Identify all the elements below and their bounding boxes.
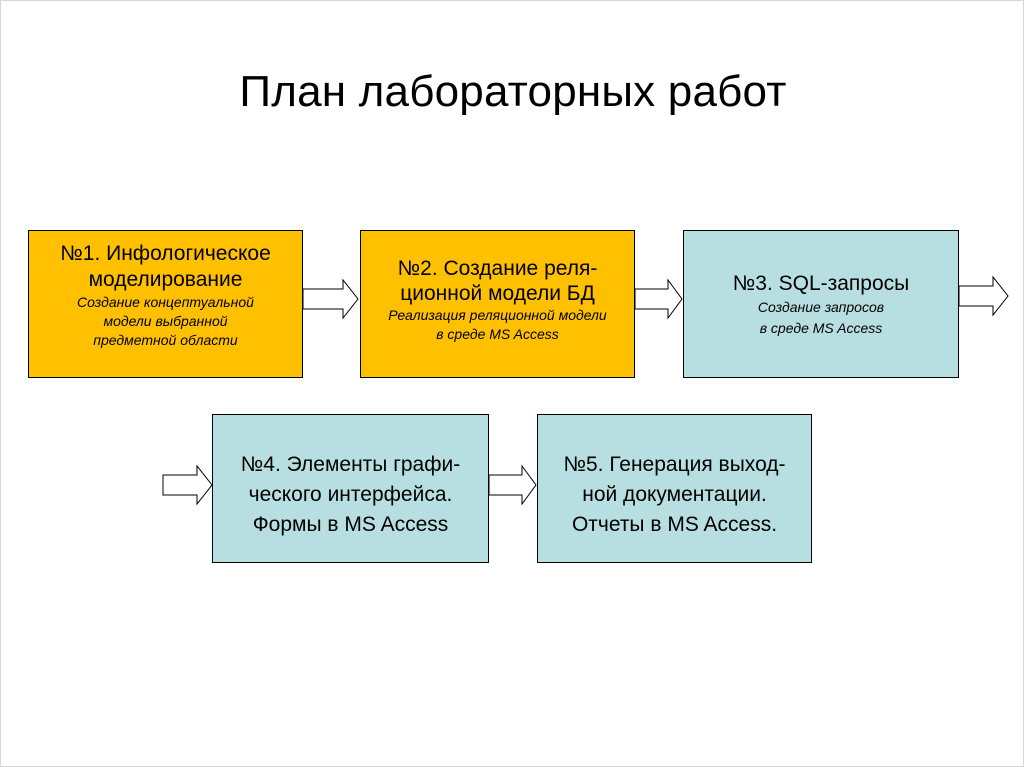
step-box-2: №2. Создание реля- ционной модели БД Реа… xyxy=(360,230,635,378)
step-3-desc-line-1: Создание запросов xyxy=(757,299,885,315)
arrow-right-icon xyxy=(162,464,213,506)
step-4-title-line-1: №4. Элементы графи- xyxy=(240,453,461,476)
step-5-title-line-2: ной документации. xyxy=(582,483,767,506)
step-4-title-line-3: Формы в MS Access xyxy=(252,513,449,536)
step-1-title-line-1: №1. Инфологическое xyxy=(60,242,271,265)
step-2-desc-line-2: в среде MS Access xyxy=(436,326,559,342)
slide-title: План лабораторных работ xyxy=(239,67,787,116)
step-1-title-line-2: моделирование xyxy=(88,268,243,291)
step-box-1: №1. Инфологическое моделирование Создани… xyxy=(28,230,303,378)
step-2-title-line-2: ционной модели БД xyxy=(400,282,595,305)
step-1-desc-line-3: предметной области xyxy=(93,332,238,348)
step-5-title-line-3: Отчеты в MS Access. xyxy=(571,513,778,536)
arrow-right-icon xyxy=(634,278,683,320)
arrow-right-icon xyxy=(488,464,537,506)
step-box-4: №4. Элементы графи- ческого интерфейса. … xyxy=(212,414,489,563)
step-4-title-line-2: ческого интерфейса. xyxy=(248,483,453,506)
step-1-desc-line-1: Создание концептуальной xyxy=(77,294,254,310)
step-3-title-line-1: №3. SQL-запросы xyxy=(732,272,910,295)
step-2-title-line-1: №2. Создание реля- xyxy=(397,257,598,280)
arrow-right-icon xyxy=(958,275,1009,317)
step-box-3: №3. SQL-запросы Создание запросов в сред… xyxy=(683,230,959,378)
step-box-5: №5. Генерация выход- ной документации. О… xyxy=(537,414,812,563)
step-3-desc-line-2: в среде MS Access xyxy=(759,320,883,336)
step-2-desc-line-1: Реализация реляционной модели xyxy=(388,307,607,323)
arrow-right-icon xyxy=(302,278,359,320)
step-5-title-line-1: №5. Генерация выход- xyxy=(563,453,786,476)
step-1-desc-line-2: модели выбранной xyxy=(103,313,228,329)
